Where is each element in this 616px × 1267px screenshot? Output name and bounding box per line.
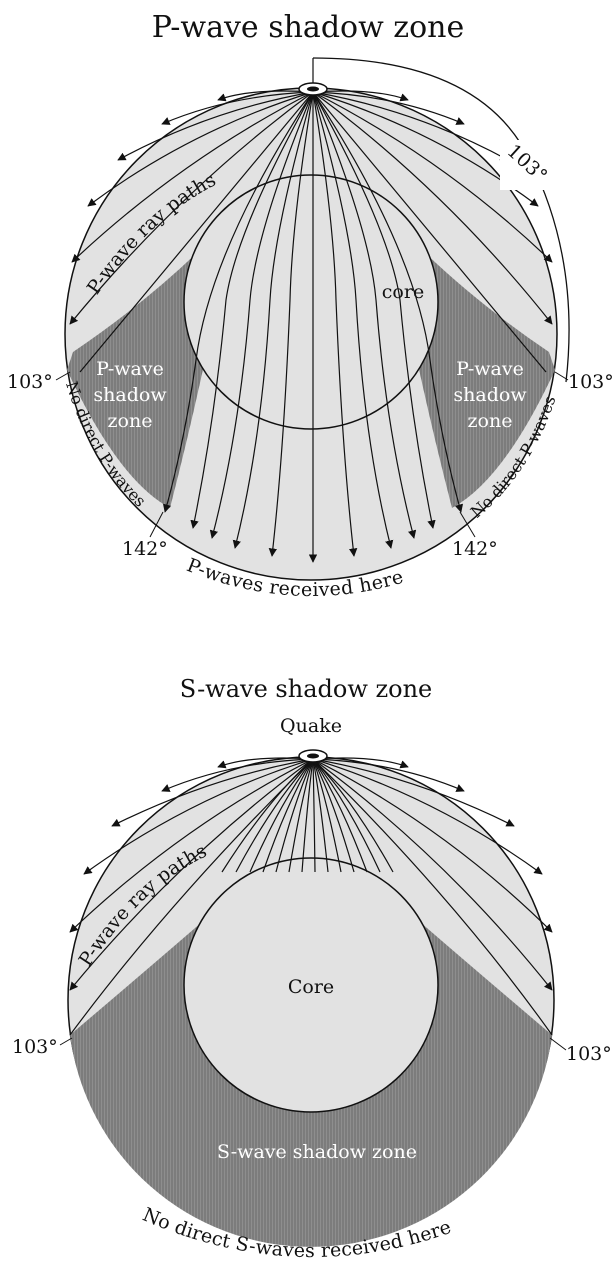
p-core-ray <box>312 91 358 557</box>
p-core-ray <box>312 91 417 539</box>
p-mantle-ray <box>161 91 314 125</box>
s-core-circle <box>183 857 439 1113</box>
p-shadow-left-line3: zone <box>108 410 153 432</box>
p-boundary-ray <box>312 91 547 373</box>
p-mantle-ray <box>312 91 553 325</box>
s-mantle-ray <box>83 758 314 875</box>
s-core-ray <box>312 758 368 873</box>
p-arc-gap <box>500 140 554 190</box>
p-mantle-ray <box>87 91 314 207</box>
s-mantle-ray <box>111 758 314 827</box>
p-core-ray <box>209 91 314 539</box>
p-core-label: core <box>382 281 424 303</box>
p-shadow-zone-left <box>67 240 214 508</box>
p-core-ray <box>232 91 314 549</box>
s-quake-label: Quake <box>280 715 342 737</box>
p-wave-diagram: P-wave shadow zone 103° 103° 103° 142° 1… <box>7 10 614 601</box>
s-focus-icon <box>307 753 319 759</box>
s-shadow-label: S-wave shadow zone <box>217 1141 417 1163</box>
p-core-ray <box>268 91 314 557</box>
s-core-ray <box>275 758 314 873</box>
p-ray-paths <box>69 90 553 563</box>
s-core-ray <box>312 758 329 873</box>
s-diagram-title: S-wave shadow zone <box>180 675 433 703</box>
s-mantle-ray <box>312 758 553 933</box>
p-shadow-right-line1: P-wave <box>456 358 524 380</box>
s-core-ray <box>235 758 314 873</box>
s-ray-paths <box>69 757 553 1036</box>
p-right-142: 142° <box>452 538 498 560</box>
p-shadow-left-line2: shadow <box>93 384 167 406</box>
s-left-103-tick <box>59 1037 73 1046</box>
s-core-ray <box>312 758 342 873</box>
s-core-ray <box>221 758 314 873</box>
s-core-ray <box>301 758 314 873</box>
p-mantle-ray <box>69 91 314 325</box>
p-shadow-right-line3: zone <box>468 410 513 432</box>
p-mantle-ray <box>312 91 465 125</box>
s-mantle-ray <box>312 758 515 827</box>
s-core-ray <box>249 758 314 873</box>
p-shadow-left-line1: P-wave <box>96 358 164 380</box>
p-left-142: 142° <box>122 538 168 560</box>
s-core-ray <box>312 758 381 873</box>
p-core-ray <box>190 91 314 529</box>
s-core-ray <box>312 758 316 873</box>
p-core-ray <box>312 91 464 513</box>
p-shadow-zone-right <box>408 240 555 508</box>
p-core-ray <box>312 91 394 549</box>
s-left-103: 103° <box>12 1036 58 1058</box>
s-right-103: 103° <box>566 1043 612 1065</box>
s-mantle-ray <box>161 758 314 792</box>
p-diagram-title: P-wave shadow zone <box>152 10 465 45</box>
s-core-ray <box>312 758 394 873</box>
s-core-ray <box>288 758 314 873</box>
s-core-label: Core <box>288 976 334 998</box>
s-mantle-ray <box>69 758 314 933</box>
p-core-circle <box>183 174 439 430</box>
p-mantle-ray <box>117 91 314 161</box>
p-focus-icon <box>307 86 319 92</box>
p-right-142-tick <box>459 511 476 538</box>
s-boundary-ray <box>69 758 314 1036</box>
s-boundary-ray <box>312 758 553 1036</box>
p-right-103-tick <box>554 371 569 381</box>
s-core-ray <box>312 758 355 873</box>
p-mantle-ray <box>312 91 509 161</box>
p-left-142-tick <box>149 511 164 538</box>
p-core-ray <box>162 91 314 513</box>
p-boundary-ray <box>79 91 314 373</box>
s-wave-diagram: S-wave shadow zone Quake P-wave ray path… <box>12 675 612 1262</box>
s-mantle-ray <box>312 758 465 792</box>
s-core-ray <box>262 758 314 873</box>
p-mantle-ray <box>312 91 553 263</box>
p-right-103: 103° <box>568 371 614 393</box>
s-mantle-ray <box>312 758 543 875</box>
s-right-103-tick <box>549 1037 567 1051</box>
p-shadow-right-line2: shadow <box>453 384 527 406</box>
s-mantle-ray <box>312 758 553 991</box>
p-core-ray <box>312 91 436 529</box>
p-left-103-tick <box>55 371 71 381</box>
p-left-103: 103° <box>7 371 53 393</box>
p-mantle-ray <box>71 91 314 263</box>
s-mantle-ray <box>69 758 314 991</box>
